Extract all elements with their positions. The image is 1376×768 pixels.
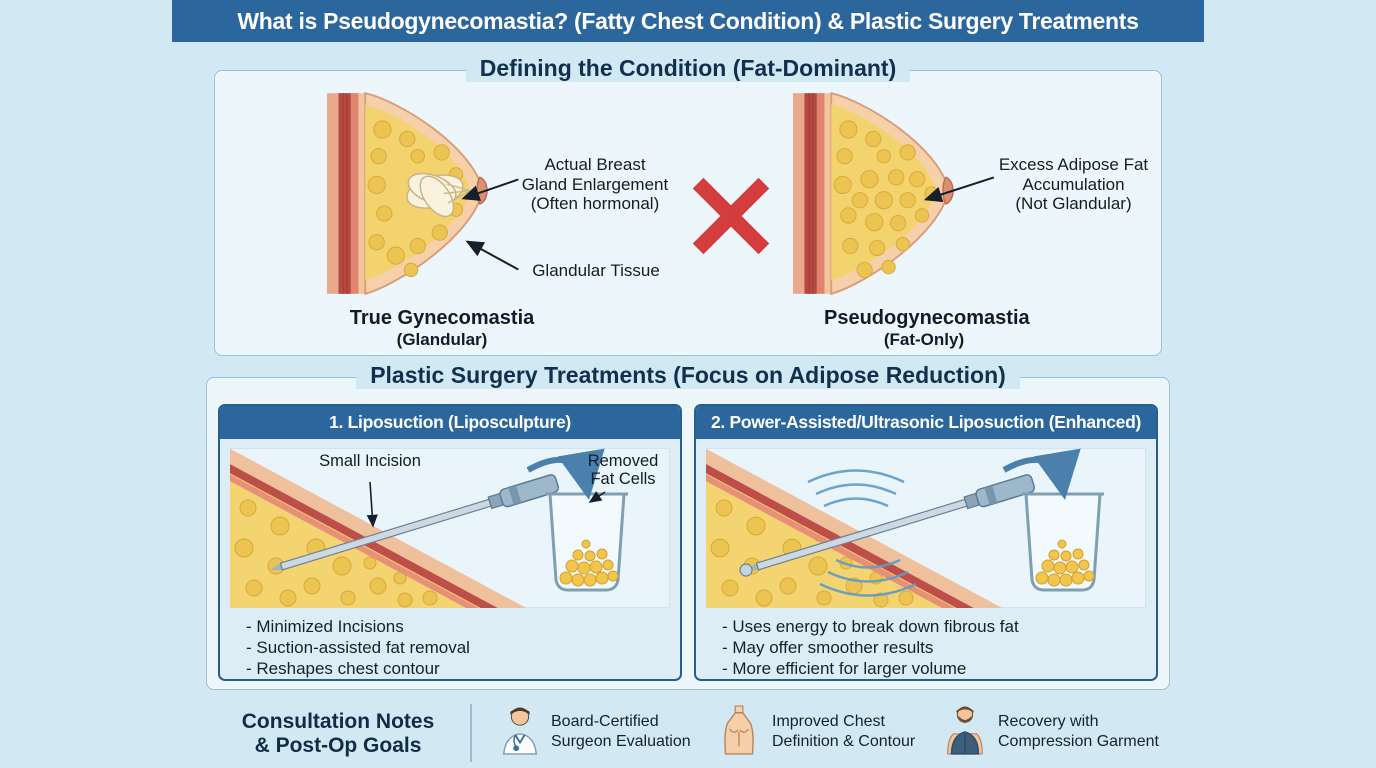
- bullet: - Uses energy to break down fibrous fat: [722, 617, 1019, 636]
- power-assisted-scene: [706, 448, 1146, 608]
- footer-title: Consultation Notes & Post-Op Goals: [241, 710, 435, 757]
- caption-subtitle: (Fat-Only): [883, 330, 965, 349]
- liposuction-scene: [230, 448, 670, 608]
- cannula-shape: [270, 474, 560, 571]
- true-gynecomastia-illustration: [327, 91, 488, 296]
- cannula-shape: [746, 474, 1036, 571]
- title-bar: What is Pseudogynecomastia? (Fatty Chest…: [172, 0, 1204, 42]
- ultrasonic-tip: [739, 563, 753, 577]
- suction-flow-arrow: [526, 448, 605, 500]
- pseudogynecomastia-caption: Pseudogynecomastia (Fat-Only): [824, 307, 1030, 350]
- chest-contour-icon: [724, 705, 754, 755]
- bullet: - More efficient for larger volume: [722, 659, 967, 679]
- defining-section-title: Defining the Condition (Fat-Dominant): [465, 55, 911, 82]
- footer: Consultation Notes & Post-Op Goals Board…: [0, 700, 1376, 768]
- glandular-tissue-label: Glandular Tissue: [532, 261, 660, 280]
- bullet: - May offer smoother results: [722, 638, 934, 658]
- treatments-section-title: Plastic Surgery Treatments (Focus on Adi…: [356, 362, 1020, 389]
- compression-garment-label: Recovery with Compression Garment: [998, 713, 1159, 750]
- power-assisted-illustration: [706, 448, 1146, 608]
- caption-title: True Gynecomastia: [349, 307, 535, 329]
- small-incision-label: Small Incision: [319, 452, 421, 470]
- true-gynecomastia-caption: True Gynecomastia (Glandular): [342, 307, 542, 350]
- caption-title: Pseudogynecomastia: [824, 307, 1030, 329]
- surgeon-icon: [502, 707, 538, 755]
- not-equal-x-icon: [692, 177, 770, 255]
- treatments-section: Plastic Surgery Treatments (Focus on Adi…: [206, 362, 1170, 690]
- removed-fat-cells-label: Removed Fat Cells: [587, 452, 659, 489]
- caption-subtitle: (Glandular): [396, 330, 488, 349]
- page-title: What is Pseudogynecomastia? (Fatty Chest…: [237, 7, 1139, 34]
- bullet: - Reshapes chest contour: [246, 659, 440, 679]
- liposuction-illustration: Small Incision Removed Fat Cells: [230, 448, 670, 608]
- power-assisted-bullets: - Uses energy to break down fibrous fat …: [696, 612, 1156, 679]
- pseudogynecomastia-illustration: [793, 91, 954, 296]
- footer-divider: [470, 704, 472, 762]
- liposuction-bullets: - Minimized Incisions - Suction-assisted…: [220, 612, 680, 679]
- glandular-tissue-shape: [406, 172, 464, 218]
- beaker-shape: [1022, 492, 1104, 592]
- gland-enlargement-label: Actual Breast Gland Enlargement (Often h…: [521, 155, 669, 214]
- bullet: - Suction-assisted fat removal: [246, 638, 470, 658]
- bullet: - Minimized Incisions: [246, 617, 404, 636]
- beaker-shape: [546, 492, 628, 592]
- surgeon-evaluation-label: Board-Certified Surgeon Evaluation: [551, 713, 691, 750]
- chest-definition-label: Improved Chest Definition & Contour: [772, 713, 916, 750]
- vibration-waves: [807, 469, 917, 597]
- power-assisted-liposuction-card: 2. Power-Assisted/Ultrasonic Liposuction…: [694, 404, 1158, 681]
- power-assisted-card-header: 2. Power-Assisted/Ultrasonic Liposuction…: [696, 406, 1156, 439]
- liposuction-card-header: 1. Liposuction (Liposculpture): [220, 406, 680, 439]
- suction-flow-arrow: [1002, 448, 1081, 500]
- compression-garment-icon: [947, 706, 983, 755]
- liposuction-card: 1. Liposuction (Liposculpture): [218, 404, 682, 681]
- defining-section: Defining the Condition (Fat-Dominant): [214, 55, 1162, 356]
- adipose-fat-label: Excess Adipose Fat Accumulation (Not Gla…: [998, 155, 1149, 214]
